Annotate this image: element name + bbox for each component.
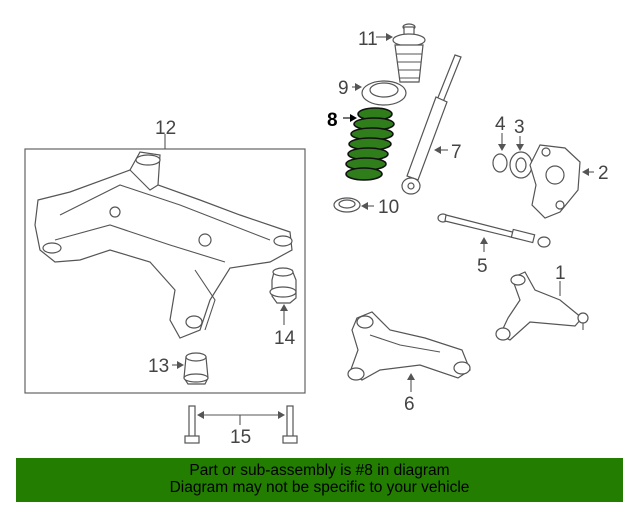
callout-2: 2 [598, 163, 609, 184]
callout-4: 4 [495, 114, 506, 135]
callout-1: 1 [555, 263, 566, 284]
callout-9: 9 [338, 78, 349, 99]
callout-3: 3 [514, 117, 525, 138]
callout-5: 5 [477, 256, 488, 277]
banner-line-1: Part or sub-assembly is #8 in diagram [189, 462, 450, 479]
parts-diagram: 11 9 8 10 7 4 3 2 5 1 6 12 14 13 15 [24, 23, 609, 448]
callout-12: 12 [155, 118, 176, 139]
subframe-assembly[interactable] [24, 148, 306, 394]
callout-10: 10 [378, 197, 399, 218]
control-arm-part-1[interactable] [495, 271, 589, 341]
callout-15: 15 [230, 427, 251, 448]
banner-line-2: Diagram may not be specific to your vehi… [169, 479, 470, 496]
callout-13: 13 [148, 356, 169, 377]
callout-7: 7 [451, 142, 462, 163]
shock-absorber-part-7[interactable] [401, 54, 462, 195]
snap-ring-part-4[interactable] [492, 153, 508, 173]
coil-spring-part-8[interactable] [345, 107, 395, 181]
bushing-part-13[interactable] [183, 352, 209, 385]
knuckle-part-2[interactable] [529, 144, 581, 219]
callout-11: 11 [358, 29, 378, 50]
callout-6: 6 [404, 394, 415, 415]
lower-arm-part-6[interactable] [347, 311, 471, 381]
lateral-link-part-5[interactable] [437, 213, 551, 248]
bolts-part-15[interactable] [184, 405, 298, 444]
hub-bearing-part-3[interactable] [509, 151, 533, 179]
callout-8: 8 [327, 110, 338, 131]
isolator-part-10[interactable] [333, 197, 361, 213]
strut-mount-part-11[interactable] [392, 23, 426, 83]
bushing-part-14[interactable] [269, 267, 297, 304]
spring-seat-part-9[interactable] [361, 80, 407, 106]
callout-14: 14 [274, 328, 296, 349]
part-info-banner: Part or sub-assembly is #8 in diagram Di… [16, 458, 623, 502]
